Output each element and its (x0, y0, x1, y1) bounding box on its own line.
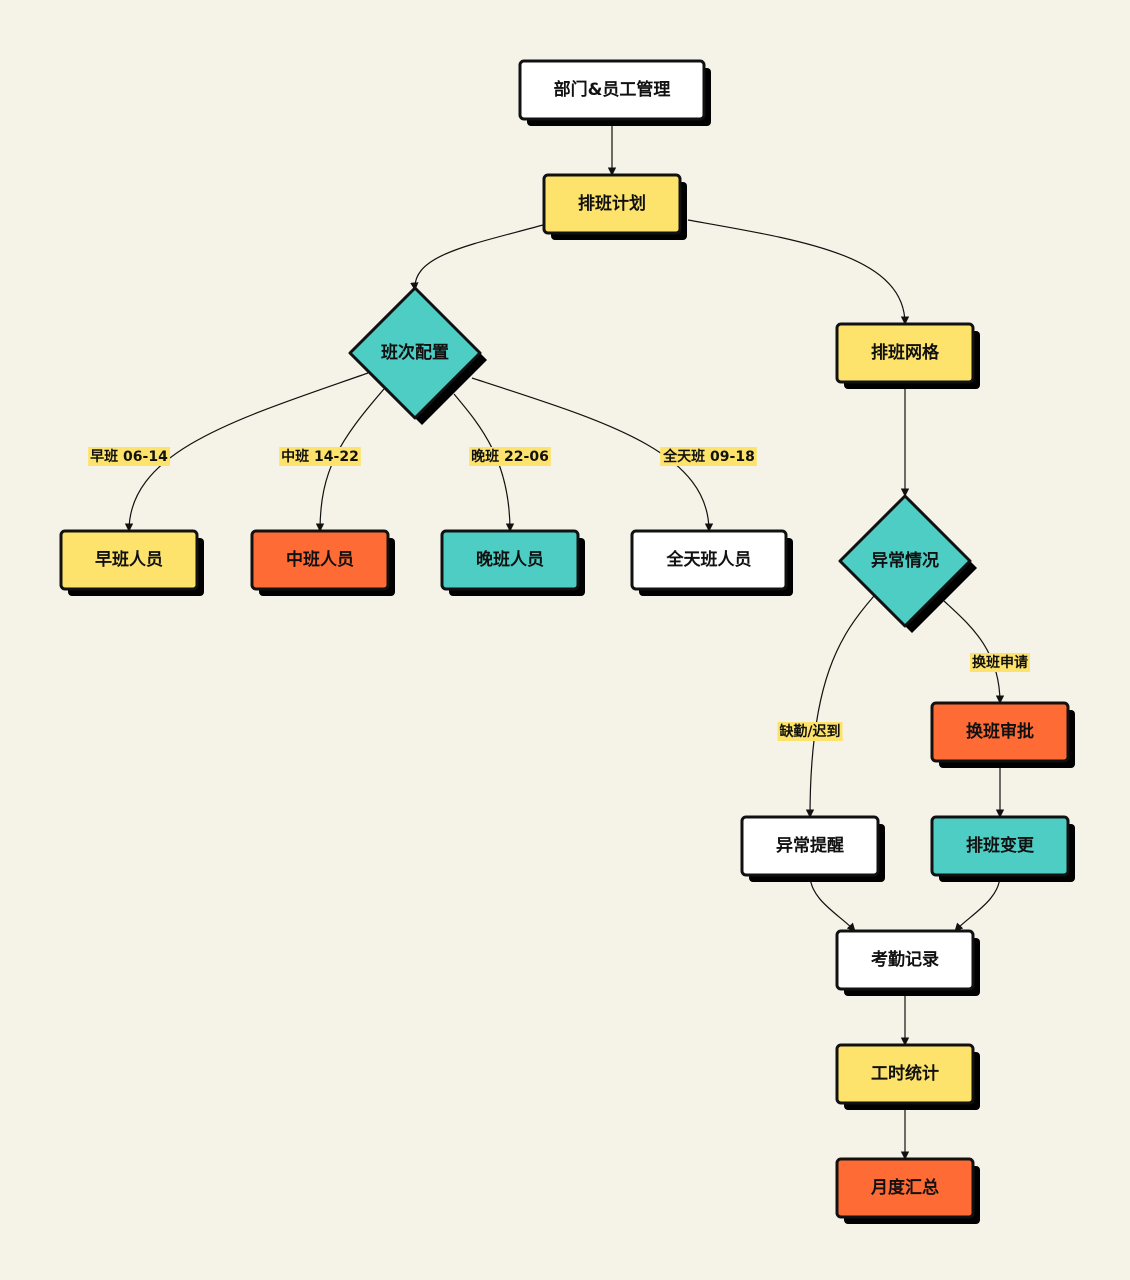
node-alert[interactable]: 异常提醒 (740, 815, 885, 882)
node-label: 全天班人员 (666, 549, 752, 570)
node-label: 中班人员 (286, 549, 354, 570)
edge-labels-layer: 早班 06-14 中班 14-22 晚班 22-06 全天班 09-18 缺勤/迟到 换班… (88, 447, 1030, 741)
node-label: 排班变更 (966, 835, 1035, 856)
process-box (835, 1157, 975, 1219)
node-label: 晚班人员 (476, 549, 544, 570)
process-box (440, 529, 580, 591)
node-change[interactable]: 排班变更 (930, 815, 1075, 882)
node-label: 工时统计 (871, 1063, 939, 1084)
edge-label-bg (777, 722, 843, 741)
edge-shiftcfg-to-early (124, 372, 369, 532)
edge-plan-to-shiftcfg (410, 224, 544, 291)
node-label: 异常情况 (871, 550, 939, 571)
node-hours[interactable]: 工时统计 (835, 1043, 980, 1110)
edge-label-text: 缺勤/迟到 (779, 723, 840, 740)
edge-plan-to-grid (687, 219, 910, 325)
edge-label-shiftcfg-to-night: 晚班 22-06 (469, 447, 551, 466)
process-box (542, 173, 682, 235)
node-label: 早班人员 (95, 550, 163, 570)
node-early[interactable]: 早班人员 (59, 529, 204, 596)
node-exception[interactable]: 异常情况 (838, 494, 977, 633)
edge-label-bg (88, 447, 171, 466)
node-label: 考勤记录 (870, 949, 939, 970)
node-shiftcfg[interactable]: 班次配置 (348, 286, 487, 425)
edge-label-text: 早班 06-14 (90, 448, 168, 465)
node-swapapprove[interactable]: 换班审批 (930, 701, 1075, 768)
edge-change-to-attendance (954, 874, 1001, 932)
node-label: 月度汇总 (870, 1177, 939, 1198)
edge-label-text: 换班申请 (972, 654, 1028, 671)
decision-diamond (348, 286, 482, 420)
edge-shiftcfg-to-fullday (471, 377, 714, 532)
edge-label-shiftcfg-to-mid: 中班 14-22 (279, 447, 361, 466)
process-box (518, 59, 706, 121)
process-box (250, 529, 390, 591)
node-attendance[interactable]: 考勤记录 (835, 929, 980, 996)
decision-diamond (838, 494, 972, 628)
edge-label-exception-to-swapapprove: 换班申请 (970, 653, 1030, 672)
node-label: 排班计划 (578, 193, 646, 214)
node-monthly[interactable]: 月度汇总 (835, 1157, 980, 1224)
edge-label-bg (279, 447, 361, 466)
process-box (835, 322, 975, 384)
node-night[interactable]: 晚班人员 (440, 529, 585, 596)
node-label: 部门&员工管理 (554, 79, 671, 100)
node-grid[interactable]: 排班网格 (835, 322, 980, 389)
edge-exception-to-alert (805, 595, 875, 818)
process-box (930, 815, 1070, 877)
node-fullday[interactable]: 全天班人员 (630, 529, 793, 596)
process-box (835, 929, 975, 991)
edge-label-bg (970, 653, 1030, 672)
process-box (740, 815, 880, 877)
node-mid[interactable]: 中班人员 (250, 529, 395, 596)
edge-exception-to-swapapprove (943, 600, 1005, 704)
node-label: 换班审批 (966, 721, 1034, 742)
process-box (59, 529, 199, 591)
edge-label-bg (469, 447, 551, 466)
node-label: 排班网格 (871, 342, 940, 363)
edge-label-text: 全天班 09-18 (662, 448, 755, 465)
edges-layer (124, 119, 1005, 1160)
node-dept[interactable]: 部门&员工管理 (518, 59, 711, 126)
edge-label-shiftcfg-to-fullday: 全天班 09-18 (660, 447, 757, 466)
node-plan[interactable]: 排班计划 (542, 173, 687, 240)
process-box (930, 701, 1070, 763)
edge-label-shiftcfg-to-early: 早班 06-14 (88, 447, 171, 466)
edge-label-text: 中班 14-22 (281, 448, 359, 465)
node-label: 班次配置 (381, 342, 449, 363)
edge-label-bg (660, 447, 757, 466)
process-box (630, 529, 788, 591)
node-label: 异常提醒 (776, 835, 844, 856)
edge-alert-to-attendance (809, 874, 856, 932)
process-box (835, 1043, 975, 1105)
edge-label-exception-to-alert: 缺勤/迟到 (777, 722, 843, 741)
edge-label-text: 晚班 22-06 (471, 448, 549, 465)
